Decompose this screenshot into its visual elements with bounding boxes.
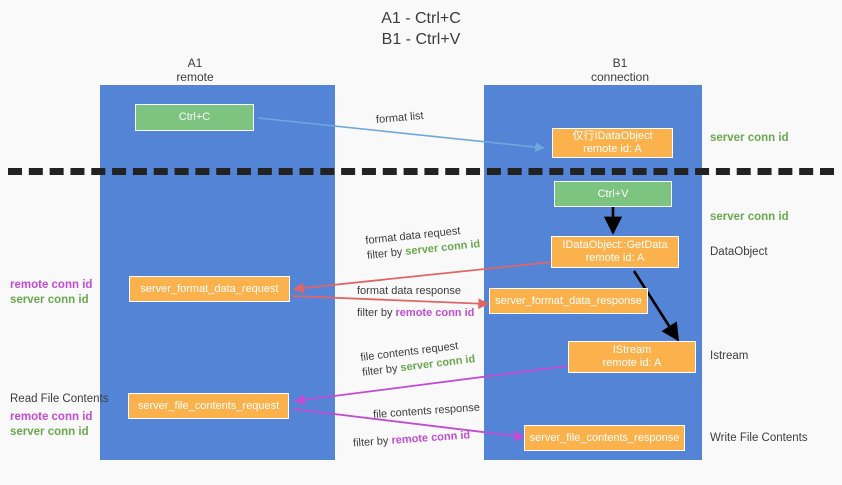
- node-server-file-contents-request[interactable]: server_file_contents_request: [128, 393, 289, 419]
- column-a1-sub: remote: [176, 70, 214, 84]
- column-a1-name: A1: [187, 56, 203, 70]
- filter-by-prefix: filter by: [361, 362, 402, 379]
- node-istream-line1: IStream: [612, 344, 652, 356]
- filter-by-prefix: filter by: [366, 245, 406, 262]
- filter-by-prefix: filter by: [357, 307, 396, 319]
- node-ctrl-v[interactable]: Ctrl+V: [554, 181, 672, 207]
- left-label-format-server-conn-id: server conn id: [10, 294, 89, 306]
- annotation-format-list-text: format list: [375, 109, 425, 127]
- annotation-format-list: format list: [375, 109, 425, 128]
- node-server-file-contents-response-label: server_file_contents_response: [529, 431, 680, 444]
- annotation-format-data-response-line2: filter by remote conn id: [357, 306, 474, 321]
- annotation-file-contents-response: file contents response filter by remote …: [351, 401, 483, 452]
- node-idataobject[interactable]: 仅行IDataObject remote id: A: [552, 128, 673, 158]
- remote-conn-id-key: remote conn id: [395, 307, 475, 319]
- column-header-a1: A1 remote: [120, 56, 270, 84]
- node-ctrl-c[interactable]: Ctrl+C: [135, 104, 254, 131]
- left-label-format-conn-ids: remote conn id server conn id: [10, 278, 92, 308]
- node-server-format-data-response[interactable]: server_format_data_response: [489, 288, 648, 314]
- right-label-server-conn-id-top: server conn id: [710, 132, 789, 144]
- title-line-1: A1 - Ctrl+C: [381, 10, 461, 27]
- node-ctrl-c-label: Ctrl+C: [178, 111, 211, 123]
- right-label-dataobject: DataObject: [710, 246, 768, 258]
- annotation-file-contents-request: file contents request filter by server c…: [360, 337, 477, 381]
- right-label-istream: Istream: [710, 350, 749, 362]
- annotation-format-data-request: format data request filter by server con…: [365, 222, 481, 264]
- node-istream-line2: remote id: A: [602, 357, 662, 369]
- left-label-file-remote-conn-id: remote conn id: [10, 411, 93, 423]
- annotation-file-contents-response-line2: filter by remote conn id: [353, 427, 483, 451]
- column-b1-name: B1: [612, 56, 628, 70]
- annotation-format-data-response-line1: format data response: [357, 285, 461, 297]
- remote-conn-id-key: remote conn id: [391, 429, 471, 447]
- left-label-file-conn-ids: remote conn id server conn id: [10, 410, 92, 440]
- right-label-write-file-contents: Write File Contents: [710, 432, 808, 444]
- node-idataobject-line1: 仅行IDataObject: [572, 130, 653, 142]
- node-server-format-data-response-label: server_format_data_response: [495, 294, 642, 307]
- node-server-format-data-request[interactable]: server_format_data_request: [129, 276, 290, 302]
- node-idataobject-line2: remote id: A: [583, 143, 642, 155]
- node-getdata-line1: IDataObject::GetData: [562, 239, 668, 251]
- node-getdata-line2: remote id: A: [585, 252, 645, 264]
- column-header-b1: B1 connection: [520, 56, 720, 84]
- filter-by-prefix: filter by: [352, 434, 392, 450]
- page-title: A1 - Ctrl+C B1 - Ctrl+V: [0, 8, 842, 50]
- column-b1-sub: connection: [590, 70, 650, 84]
- annotation-format-data-response: format data response filter by remote co…: [357, 284, 474, 321]
- right-label-server-conn-id-mid: server conn id: [710, 211, 789, 223]
- title-line-2: B1 - Ctrl+V: [381, 31, 461, 48]
- left-label-read-file-contents: Read File Contents: [10, 393, 109, 405]
- node-server-file-contents-request-label: server_file_contents_request: [137, 399, 280, 412]
- annotation-file-contents-response-line1: file contents response: [372, 401, 481, 421]
- left-label-format-remote-conn-id: remote conn id: [10, 279, 93, 291]
- node-istream[interactable]: IStream remote id: A: [568, 341, 696, 373]
- node-getdata[interactable]: IDataObject::GetData remote id: A: [551, 236, 679, 268]
- phase-divider: [8, 168, 834, 175]
- node-server-format-data-request-label: server_format_data_request: [140, 282, 279, 295]
- node-server-file-contents-response[interactable]: server_file_contents_response: [524, 425, 685, 451]
- left-label-file-server-conn-id: server conn id: [10, 426, 89, 438]
- node-ctrl-v-label: Ctrl+V: [597, 187, 629, 200]
